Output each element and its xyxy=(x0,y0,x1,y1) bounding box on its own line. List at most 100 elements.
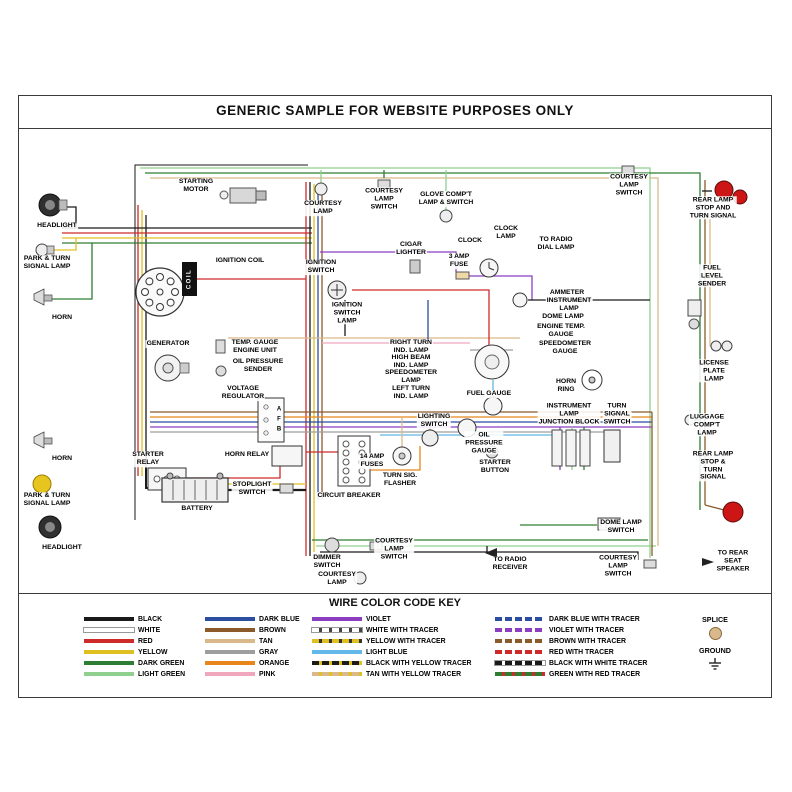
right-turn-ind-lamp-label: RIGHT TURN IND. LAMP xyxy=(389,339,433,355)
horn-relay-label: HORN RELAY xyxy=(223,451,271,459)
ignition-coil-symbol xyxy=(182,262,197,296)
wire xyxy=(150,177,659,546)
park-turn-top-symbol xyxy=(35,243,55,257)
wire xyxy=(49,243,93,300)
ground-icon xyxy=(709,658,721,670)
key-title: WIRE COLOR CODE KEY xyxy=(328,597,461,609)
circuit-breaker-label: CIRCUIT BREAKER xyxy=(316,492,382,500)
wire-color-label: BROWN xyxy=(259,626,286,634)
wire-color-swatch xyxy=(84,639,134,643)
instrument-lamp-junction-block-label: INSTRUMENT LAMP JUNCTION BLOCK xyxy=(537,402,601,426)
horn-bottom-label: HORN xyxy=(50,455,74,463)
rear-lamp-top-label: REAR LAMP STOP AND TURN SIGNAL xyxy=(688,196,738,220)
junction-block-symbol xyxy=(551,429,591,467)
glove-compt-label: GLOVE COMP'T LAMP & SWITCH xyxy=(417,191,475,207)
wire-color-label: RED WITH TRACER xyxy=(549,648,614,656)
fuel-level-sender-label: FUEL LEVEL SENDER xyxy=(696,264,728,288)
key-entry: TAN WITH YELLOW TRACER xyxy=(312,670,492,678)
wire xyxy=(320,551,639,560)
stoplight-switch-label: STOPLIGHT SWITCH xyxy=(231,481,273,497)
voltage-regulator-label: VOLTAGE REGULATOR xyxy=(220,385,266,401)
splice-label: SPLICE xyxy=(702,615,728,624)
wire xyxy=(370,446,421,471)
cigar-lighter-symbol xyxy=(409,259,421,274)
turn-signal-switch-symbol xyxy=(603,429,621,463)
ammeter-symbol xyxy=(512,292,528,308)
rear-lamp-bottom-label: REAR LAMP STOP & TURN SIGNAL xyxy=(691,450,735,482)
wire-color-swatch xyxy=(205,672,255,676)
oil-pressure-sender-label: OIL PRESSURE SENDER xyxy=(231,358,285,374)
wire-color-swatch xyxy=(205,617,255,621)
starting-motor-label: STARTING MOTOR xyxy=(177,178,215,194)
turn-flasher-symbol xyxy=(392,446,412,466)
key-entry: RED xyxy=(84,637,202,645)
wire-color-swatch xyxy=(312,650,362,654)
starter-button-label: STARTER BUTTON xyxy=(478,459,512,475)
to-radio-dial-lamp-label: TO RADIO DIAL LAMP xyxy=(536,236,576,252)
lighting-switch-label: LIGHTING SWITCH xyxy=(416,413,452,429)
distributor-symbol xyxy=(135,267,185,317)
horn-ring-symbol xyxy=(581,369,603,391)
to-radio-receiver-label: TO RADIO RECEIVER xyxy=(491,556,529,572)
courtesy-lamp-switch-top-label: COURTESY LAMP SWITCH xyxy=(364,187,404,211)
generator-label: GENERATOR xyxy=(145,340,191,348)
fuel-sender-symbol xyxy=(687,299,702,330)
wire-color-swatch xyxy=(205,650,255,654)
key-entry: RED WITH TRACER xyxy=(495,648,679,656)
wire-color-label: BROWN WITH TRACER xyxy=(549,637,626,645)
turn-sig-flasher-label: TURN SIG. FLASHER xyxy=(381,472,419,488)
key-entry: WHITE WITH TRACER xyxy=(311,626,492,634)
key-entry: BLACK WITH YELLOW TRACER xyxy=(312,659,492,667)
luggage-compt-lamp-label: LUGGAGE COMP'T LAMP xyxy=(688,413,726,437)
wire xyxy=(134,164,308,520)
high-beam-ind-lamp-label: HIGH BEAM IND. LAMP xyxy=(390,354,432,370)
wire-color-swatch xyxy=(312,639,362,643)
wire-color-label: LIGHT GREEN xyxy=(138,670,186,678)
voltage-regulator-terminals: A F B xyxy=(276,406,282,434)
key-entry: BROWN xyxy=(205,626,309,634)
key-entry: BROWN WITH TRACER xyxy=(495,637,679,645)
key-entry: PINK xyxy=(205,670,309,678)
battery-symbol xyxy=(161,472,229,503)
wire-color-label: DARK GREEN xyxy=(138,659,185,667)
wire-color-swatch xyxy=(84,672,134,676)
dome-lamp-label: DOME LAMP xyxy=(541,313,585,321)
fuel-gauge-label: FUEL GAUGE xyxy=(465,390,513,398)
courtesy-lamp-bottom-label: COURTESY LAMP xyxy=(317,571,357,587)
title-divider xyxy=(18,128,772,129)
wire xyxy=(140,167,651,558)
key-entry: BLACK WITH WHITE TRACER xyxy=(494,659,679,667)
cigar-lighter-label: CIGAR LIGHTER xyxy=(395,241,427,257)
key-entry: LIGHT BLUE xyxy=(312,648,492,656)
courtesy-lamp-top-symbol xyxy=(314,182,328,196)
dimmer-switch-symbol xyxy=(324,537,340,553)
left-turn-ind-lamp-label: LEFT TURN IND. LAMP xyxy=(391,385,431,401)
ignition-switch-lamp-label: IGNITION SWITCH LAMP xyxy=(330,301,364,325)
instrument-lamp-label: INSTRUMENT LAMP xyxy=(545,297,593,313)
wire-color-swatch xyxy=(312,617,362,621)
key-entry: LIGHT GREEN xyxy=(84,670,202,678)
wire-color-swatch xyxy=(205,628,255,632)
speaker-arrow-symbol xyxy=(702,558,714,566)
starter-relay-label: STARTER RELAY xyxy=(131,451,165,467)
to-rear-seat-speaker-label: TO REAR SEAT SPEAKER xyxy=(715,549,751,573)
generator-symbol xyxy=(154,354,190,382)
key-entry: ORANGE xyxy=(205,659,309,667)
stoplight-switch-symbol xyxy=(279,483,294,494)
wire-color-swatch xyxy=(495,639,545,643)
courtesy-lamp-switch-topright-label: COURTESY LAMP SWITCH xyxy=(609,173,649,197)
wire-color-label: GRAY xyxy=(259,648,279,656)
wire-color-swatch xyxy=(312,661,362,665)
wire xyxy=(352,289,490,345)
wire xyxy=(704,504,725,511)
headlight-bottom-label: HEADLIGHT xyxy=(41,544,83,552)
key-entry: YELLOW xyxy=(84,648,202,656)
wire-color-swatch xyxy=(84,617,134,621)
wire-color-swatch xyxy=(84,661,134,665)
wire-color-swatch xyxy=(84,650,134,654)
lighting-switch-symbol xyxy=(421,424,439,447)
